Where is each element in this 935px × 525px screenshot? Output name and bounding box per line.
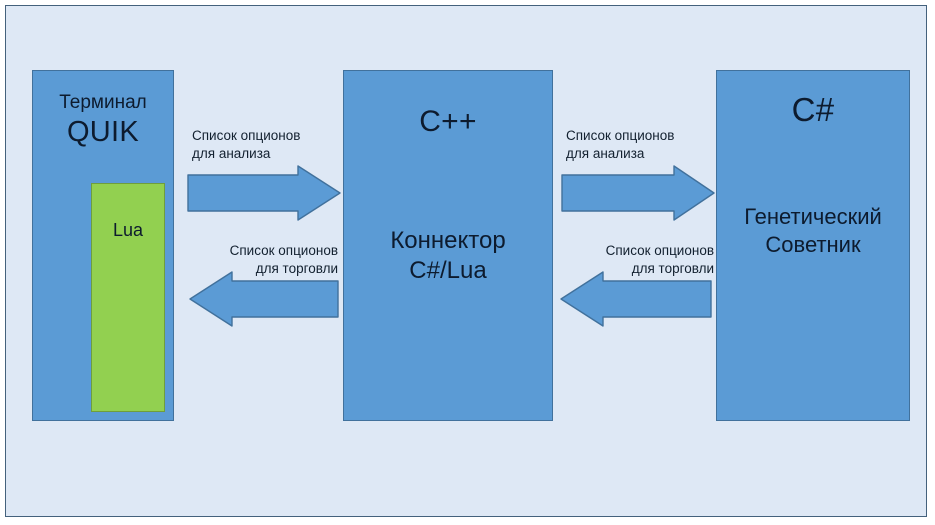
node-advisor-tech-label: C# bbox=[791, 91, 835, 128]
diagram-canvas: Терминал QUIK Lua C++ Коннектор C#/Lua C… bbox=[5, 5, 927, 517]
node-terminal-name-label: QUIK bbox=[66, 116, 140, 148]
arrow-label-connector-to-terminal: Список опционов для торговли bbox=[229, 243, 338, 276]
arrow-right-icon bbox=[561, 165, 715, 221]
node-terminal-tech-label: Терминал bbox=[59, 92, 147, 113]
node-advisor-name-label: Генетический Советник bbox=[744, 204, 882, 257]
node-connector-name-label: Коннектор C#/Lua bbox=[390, 227, 506, 284]
arrow-label-terminal-to-connector: Список опционов для анализа bbox=[192, 128, 301, 161]
arrow-left-icon bbox=[189, 271, 339, 327]
arrow-right-icon bbox=[187, 165, 341, 221]
node-connector[interactable]: C++ Коннектор C#/Lua bbox=[343, 70, 553, 421]
arrow-advisor-to-connector bbox=[559, 270, 713, 328]
arrow-label-connector-to-advisor: Список опционов для анализа bbox=[566, 128, 675, 161]
node-connector-tech-label: C++ bbox=[419, 105, 477, 138]
node-genetic-advisor[interactable]: C# Генетический Советник bbox=[716, 70, 910, 421]
arrow-label-advisor-to-connector: Список опционов для торговли bbox=[605, 243, 714, 276]
arrow-terminal-to-connector bbox=[186, 164, 342, 222]
arrow-left-icon bbox=[560, 271, 712, 327]
node-lua[interactable]: Lua bbox=[91, 183, 165, 412]
arrow-connector-to-terminal bbox=[188, 270, 340, 328]
node-terminal-quik[interactable]: Терминал QUIK Lua bbox=[32, 70, 174, 421]
arrow-connector-to-advisor bbox=[560, 164, 716, 222]
node-lua-label: Lua bbox=[112, 220, 144, 240]
